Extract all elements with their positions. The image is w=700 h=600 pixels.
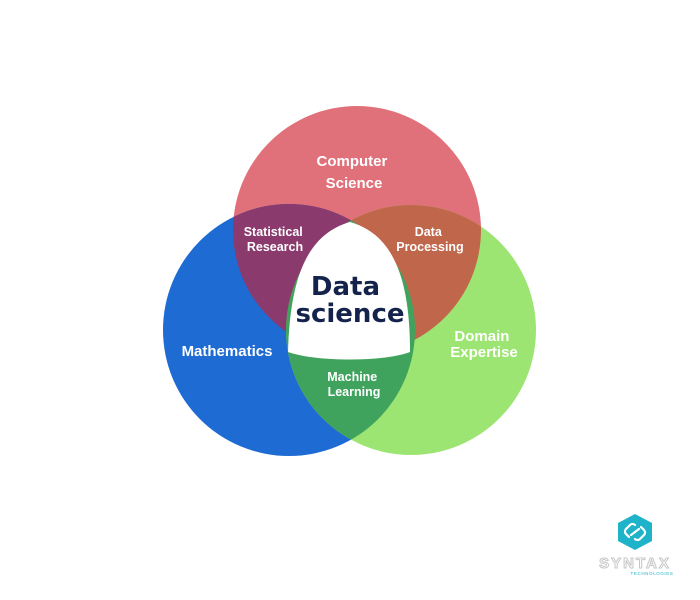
label-data-processing: Data Processing (396, 225, 463, 254)
logo-wordmark: SYNTAX (599, 555, 671, 572)
logo-tagline: TECHNOLOGIES (631, 571, 674, 576)
label-computer-science: Computer Science (316, 153, 391, 192)
label-mathematics: Mathematics (182, 343, 273, 360)
label-machine-learning: Machine Learning (327, 370, 381, 399)
center-data-science-region (288, 222, 410, 360)
syntax-logo: SYNTAX TECHNOLOGIES (599, 514, 673, 576)
label-data-science: Data science (296, 272, 405, 329)
label-domain-expertise: Domain Expertise (450, 328, 518, 361)
label-statistical-research: Statistical Research (244, 225, 307, 254)
